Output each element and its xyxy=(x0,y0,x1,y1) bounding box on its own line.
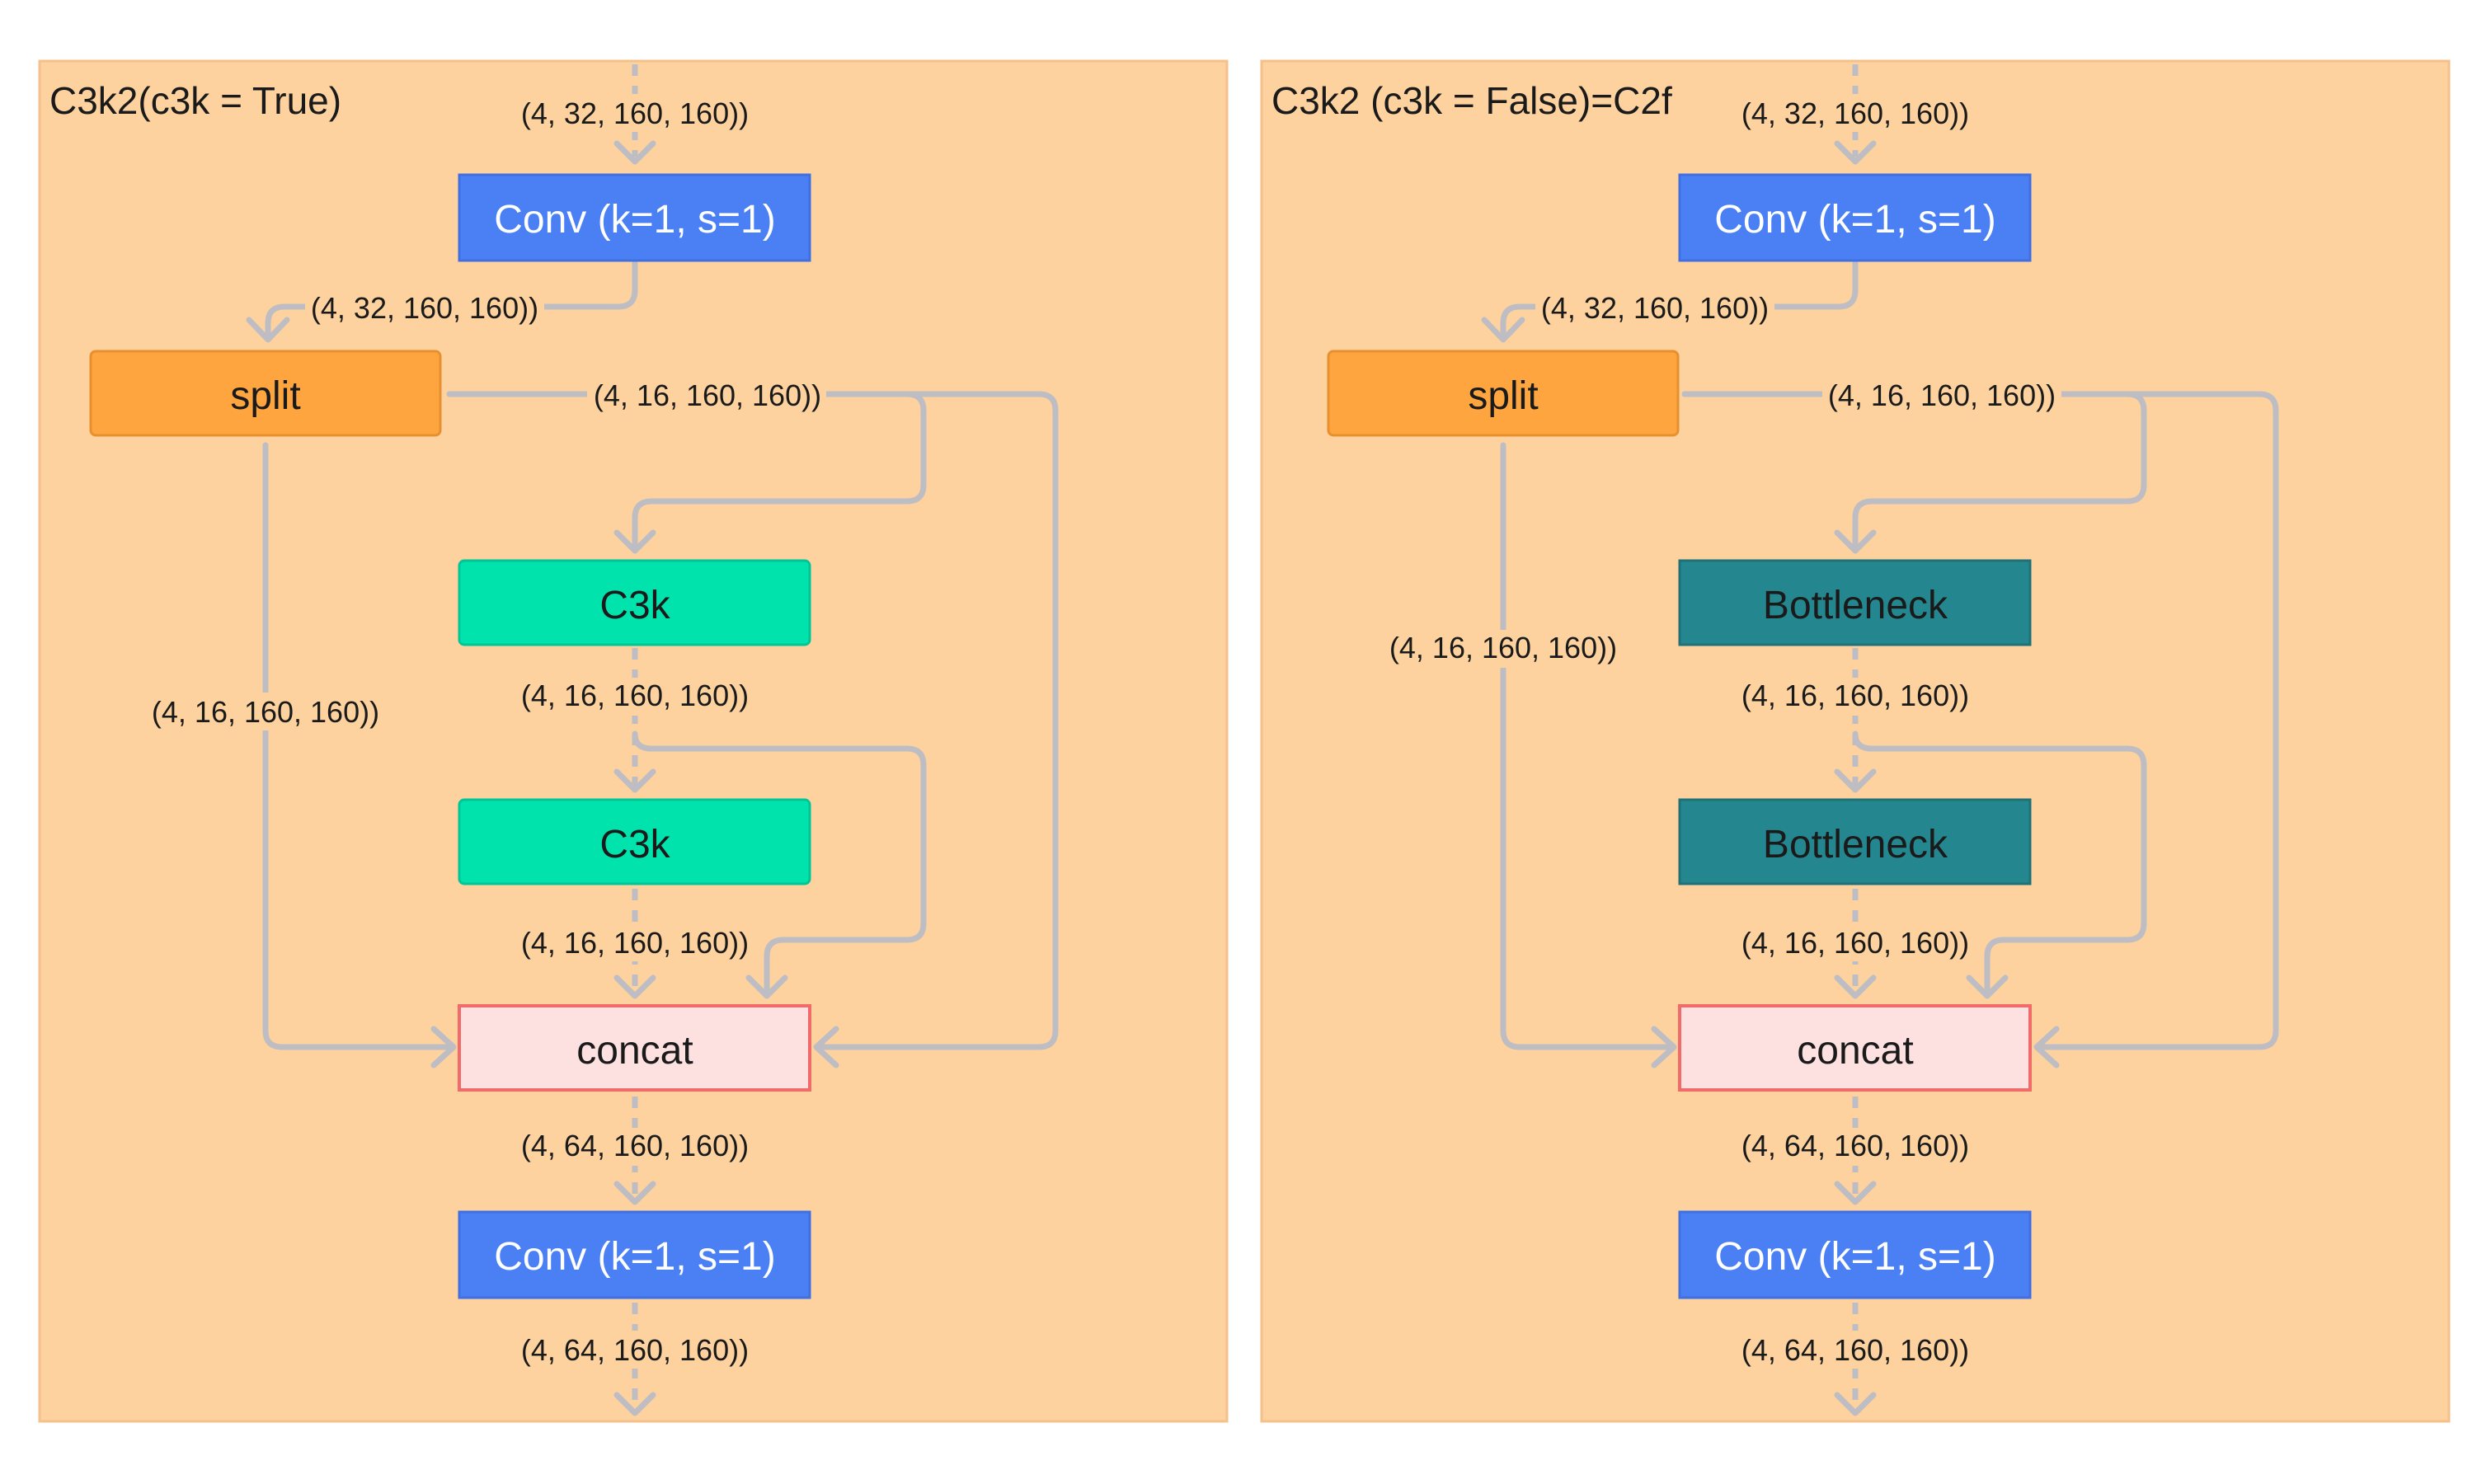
dim-after-block2: (4, 16, 160, 160)) xyxy=(521,926,749,960)
arrow-head xyxy=(1834,1392,1877,1416)
edge-split-to-concat-left xyxy=(262,442,455,1050)
edge-block1-skip-to-concat xyxy=(1852,730,2147,998)
block1-box xyxy=(1678,559,2032,646)
arrow-head xyxy=(613,1181,656,1205)
block2-box xyxy=(458,798,811,885)
block2-label: C3k xyxy=(599,823,670,866)
concat-label: concat xyxy=(576,1029,693,1073)
arrow-head xyxy=(613,1392,656,1416)
edge-split-to-block1 xyxy=(1852,391,2147,552)
conv-out-label: Conv (k=1, s=1) xyxy=(494,1235,775,1279)
arrow-head xyxy=(1966,974,2009,999)
concat-label: concat xyxy=(1797,1029,1913,1073)
dimension-labels: (4, 32, 160, 160)) (4, 32, 160, 160)) (4… xyxy=(148,94,826,1369)
block1-label: C3k xyxy=(599,584,670,627)
conv-in-node: Conv (k=1, s=1) xyxy=(1678,173,2032,262)
dim-input: (4, 32, 160, 160)) xyxy=(521,96,749,130)
conv-out-node: Conv (k=1, s=1) xyxy=(458,1210,811,1299)
arrow-head xyxy=(1834,974,1877,999)
block1-node: C3k xyxy=(458,559,811,646)
dim-input: (4, 32, 160, 160)) xyxy=(1741,96,1969,130)
arrow-head xyxy=(430,1026,457,1068)
edge-block1-skip-to-concat xyxy=(632,730,927,998)
conv-in-label: Conv (k=1, s=1) xyxy=(494,198,775,242)
dim-after-block2: (4, 16, 160, 160)) xyxy=(1741,926,1969,960)
panel-title: C3k2 (c3k = False)=C2f xyxy=(1271,79,1672,122)
dim-after-concat: (4, 64, 160, 160)) xyxy=(521,1129,749,1162)
split-label: split xyxy=(1468,374,1538,418)
arrow-head xyxy=(1651,1026,1677,1068)
arrow-head xyxy=(1481,317,1525,343)
dim-output: (4, 64, 160, 160)) xyxy=(521,1333,749,1367)
block1-box xyxy=(458,559,811,646)
block1-node: Bottleneck xyxy=(1678,559,2032,646)
conv-out-label: Conv (k=1, s=1) xyxy=(1714,1235,1995,1279)
dim-output: (4, 64, 160, 160)) xyxy=(1741,1333,1969,1367)
conv-in-label: Conv (k=1, s=1) xyxy=(1714,198,1995,242)
dim-after-block1: (4, 16, 160, 160)) xyxy=(521,679,749,712)
arrow-head xyxy=(613,974,656,999)
block2-node: Bottleneck xyxy=(1678,798,2032,885)
arrow-head xyxy=(1834,140,1877,165)
panel-c3k2-false: C3k2 (c3k = False)=C2f xyxy=(1260,59,2451,1423)
block1-label: Bottleneck xyxy=(1763,584,1948,627)
arrow-head xyxy=(745,974,788,999)
panel-title: C3k2(c3k = True) xyxy=(49,79,341,122)
arrow-head xyxy=(1834,768,1877,793)
dim-after-block1: (4, 16, 160, 160)) xyxy=(1741,679,1969,712)
arrow-head xyxy=(613,140,656,165)
edge-split-to-block1 xyxy=(632,391,927,552)
concat-node: concat xyxy=(458,1004,811,1092)
dim-after-concat: (4, 64, 160, 160)) xyxy=(1741,1129,1969,1162)
edges xyxy=(1481,64,2279,1416)
split-box xyxy=(1327,350,1680,437)
arrow-head xyxy=(1834,529,1877,554)
split-label: split xyxy=(230,374,300,418)
conv-in-node: Conv (k=1, s=1) xyxy=(458,173,811,262)
concat-node: concat xyxy=(1678,1004,2032,1092)
arrow-head xyxy=(2033,1026,2060,1068)
dim-split-left: (4, 16, 160, 160)) xyxy=(152,695,379,729)
dim-split-right: (4, 16, 160, 160)) xyxy=(594,378,821,412)
conv-out-box xyxy=(458,1210,811,1299)
concat-box xyxy=(458,1004,811,1092)
conv-out-box xyxy=(1678,1210,2032,1299)
dim-after-conv: (4, 32, 160, 160)) xyxy=(311,291,538,325)
dimension-labels: (4, 32, 160, 160)) (4, 32, 160, 160)) (4… xyxy=(1385,94,2061,1369)
split-node: split xyxy=(1327,350,1680,437)
arrow-head xyxy=(613,529,656,554)
edge-split-to-concat-left xyxy=(1500,442,1676,1050)
dim-after-conv: (4, 32, 160, 160)) xyxy=(1541,291,1769,325)
edge-split-to-concat-right xyxy=(1681,391,2279,1050)
block2-box xyxy=(1678,798,2032,885)
arrow-head xyxy=(246,317,290,343)
panel-c3k2-true: C3k2(c3k = True) xyxy=(38,59,1229,1423)
conv-in-box xyxy=(1678,173,2032,262)
block2-node: C3k xyxy=(458,798,811,885)
arrow-head xyxy=(813,1026,839,1068)
arrow-head xyxy=(1834,1181,1877,1205)
block2-label: Bottleneck xyxy=(1763,823,1948,866)
conv-in-box xyxy=(458,173,811,262)
split-box xyxy=(89,350,442,437)
conv-out-node: Conv (k=1, s=1) xyxy=(1678,1210,2032,1299)
concat-box xyxy=(1678,1004,2032,1092)
dim-split-left: (4, 16, 160, 160)) xyxy=(1389,631,1617,665)
edge-split-to-concat-right xyxy=(446,391,1059,1050)
split-node: split xyxy=(89,350,442,437)
dim-split-right: (4, 16, 160, 160)) xyxy=(1828,378,2056,412)
arrow-head xyxy=(613,768,656,793)
